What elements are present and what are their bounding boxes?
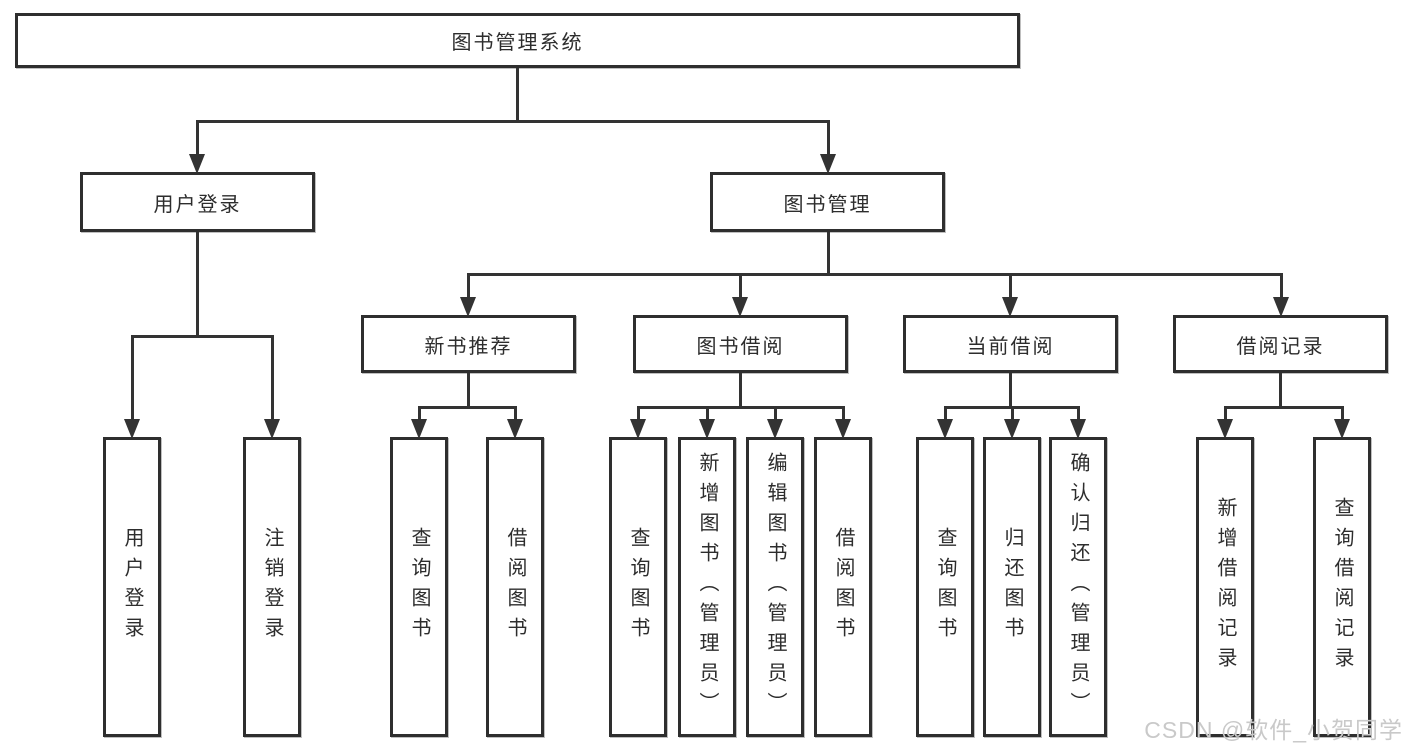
connector-drop xyxy=(1008,273,1012,299)
leaf-label: 确认归还（管理员） xyxy=(1067,452,1089,722)
connector-arrowhead xyxy=(630,419,646,439)
connector-drop xyxy=(1340,406,1344,421)
node-new-book-recommend: 新书推荐 xyxy=(361,315,576,373)
connector-rail xyxy=(131,335,274,338)
connector-rail xyxy=(467,273,1283,276)
connector-arrowhead xyxy=(1002,297,1018,317)
connector-arrowhead xyxy=(507,419,523,439)
connector-drop xyxy=(417,406,421,421)
leaf-label: 新增图书（管理员） xyxy=(696,452,718,722)
node-label: 图书管理系统 xyxy=(451,32,584,54)
leaf-query-book-borrow: 查询图书 xyxy=(609,437,667,737)
connector-drop xyxy=(270,335,274,421)
leaf-borrow-book: 借阅图书 xyxy=(814,437,872,737)
leaf-borrow-book-recommend: 借阅图书 xyxy=(486,437,544,737)
connector-trunk xyxy=(195,232,199,338)
connector-arrowhead xyxy=(699,419,715,439)
connector-arrowhead xyxy=(1004,419,1020,439)
connector-arrowhead xyxy=(835,419,851,439)
connector-drop xyxy=(636,406,640,421)
connector-drop xyxy=(705,406,709,421)
connector-drop xyxy=(195,120,199,156)
connector-arrowhead xyxy=(124,419,140,439)
node-label: 图书管理 xyxy=(783,193,872,216)
leaf-label: 编辑图书（管理员） xyxy=(764,452,786,722)
connector-trunk xyxy=(1008,373,1012,409)
leaf-label: 查询图书 xyxy=(627,527,649,647)
node-label: 借阅记录 xyxy=(1236,335,1325,358)
leaf-label: 归还图书 xyxy=(1001,527,1023,647)
leaf-query-book-recommend: 查询图书 xyxy=(390,437,448,737)
connector-arrowhead xyxy=(1070,419,1086,439)
leaf-edit-book-admin: 编辑图书（管理员） xyxy=(746,437,804,737)
leaf-query-book-current: 查询图书 xyxy=(916,437,974,737)
leaf-label: 借阅图书 xyxy=(832,527,854,647)
connector-drop xyxy=(466,273,470,299)
connector-drop xyxy=(1010,406,1014,421)
connector-drop xyxy=(841,406,845,421)
leaf-return-book: 归还图书 xyxy=(983,437,1041,737)
connector-drop xyxy=(773,406,777,421)
connector-arrowhead xyxy=(460,297,476,317)
connector-rail xyxy=(637,406,845,409)
leaf-label: 注销登录 xyxy=(261,527,283,647)
connector-drop xyxy=(943,406,947,421)
node-user-login: 用户登录 xyxy=(80,172,315,232)
leaf-confirm-return-admin: 确认归还（管理员） xyxy=(1049,437,1107,737)
connector-drop xyxy=(826,120,830,156)
connector-arrowhead xyxy=(411,419,427,439)
connector-drop xyxy=(130,335,134,421)
connector-rail xyxy=(1224,406,1344,409)
node-root-library-management-system: 图书管理系统 xyxy=(15,13,1020,68)
connector-drop xyxy=(738,273,742,299)
leaf-label: 查询图书 xyxy=(408,527,430,647)
connector-trunk xyxy=(466,373,470,409)
connector-arrowhead xyxy=(1334,419,1350,439)
connector-rail xyxy=(196,120,830,123)
csdn-watermark: CSDN @软件_小贺同学 xyxy=(1144,717,1403,743)
connector-arrowhead xyxy=(767,419,783,439)
connector-arrowhead xyxy=(264,419,280,439)
connector-arrowhead xyxy=(1273,297,1289,317)
connector-arrowhead xyxy=(732,297,748,317)
connector-trunk xyxy=(826,232,830,276)
connector-drop xyxy=(513,406,517,421)
leaf-user-login: 用户登录 xyxy=(103,437,161,737)
connector-arrowhead xyxy=(1217,419,1233,439)
node-borrow-records: 借阅记录 xyxy=(1173,315,1388,373)
connector-rail xyxy=(418,406,517,409)
connector-trunk xyxy=(1278,373,1282,409)
connector-arrowhead xyxy=(937,419,953,439)
connector-drop xyxy=(1223,406,1227,421)
connector-arrowhead xyxy=(189,154,205,174)
connector-drop xyxy=(1076,406,1080,421)
node-label: 图书借阅 xyxy=(696,335,785,358)
node-book-borrow: 图书借阅 xyxy=(633,315,848,373)
leaf-add-borrow-record: 新增借阅记录 xyxy=(1196,437,1254,737)
connector-trunk xyxy=(515,68,519,123)
leaf-add-book-admin: 新增图书（管理员） xyxy=(678,437,736,737)
node-book-management: 图书管理 xyxy=(710,172,945,232)
leaf-query-borrow-record: 查询借阅记录 xyxy=(1313,437,1371,737)
leaf-label: 用户登录 xyxy=(121,527,143,647)
leaf-label: 查询图书 xyxy=(934,527,956,647)
connector-trunk xyxy=(738,373,742,409)
leaf-label: 查询借阅记录 xyxy=(1331,497,1353,677)
node-current-borrow: 当前借阅 xyxy=(903,315,1118,373)
node-label: 新书推荐 xyxy=(424,335,513,358)
connector-arrowhead xyxy=(820,154,836,174)
leaf-label: 新增借阅记录 xyxy=(1214,497,1236,677)
node-label: 当前借阅 xyxy=(966,335,1055,358)
node-label: 用户登录 xyxy=(153,193,242,216)
leaf-label: 借阅图书 xyxy=(504,527,526,647)
connector-drop xyxy=(1279,273,1283,299)
leaf-logout: 注销登录 xyxy=(243,437,301,737)
